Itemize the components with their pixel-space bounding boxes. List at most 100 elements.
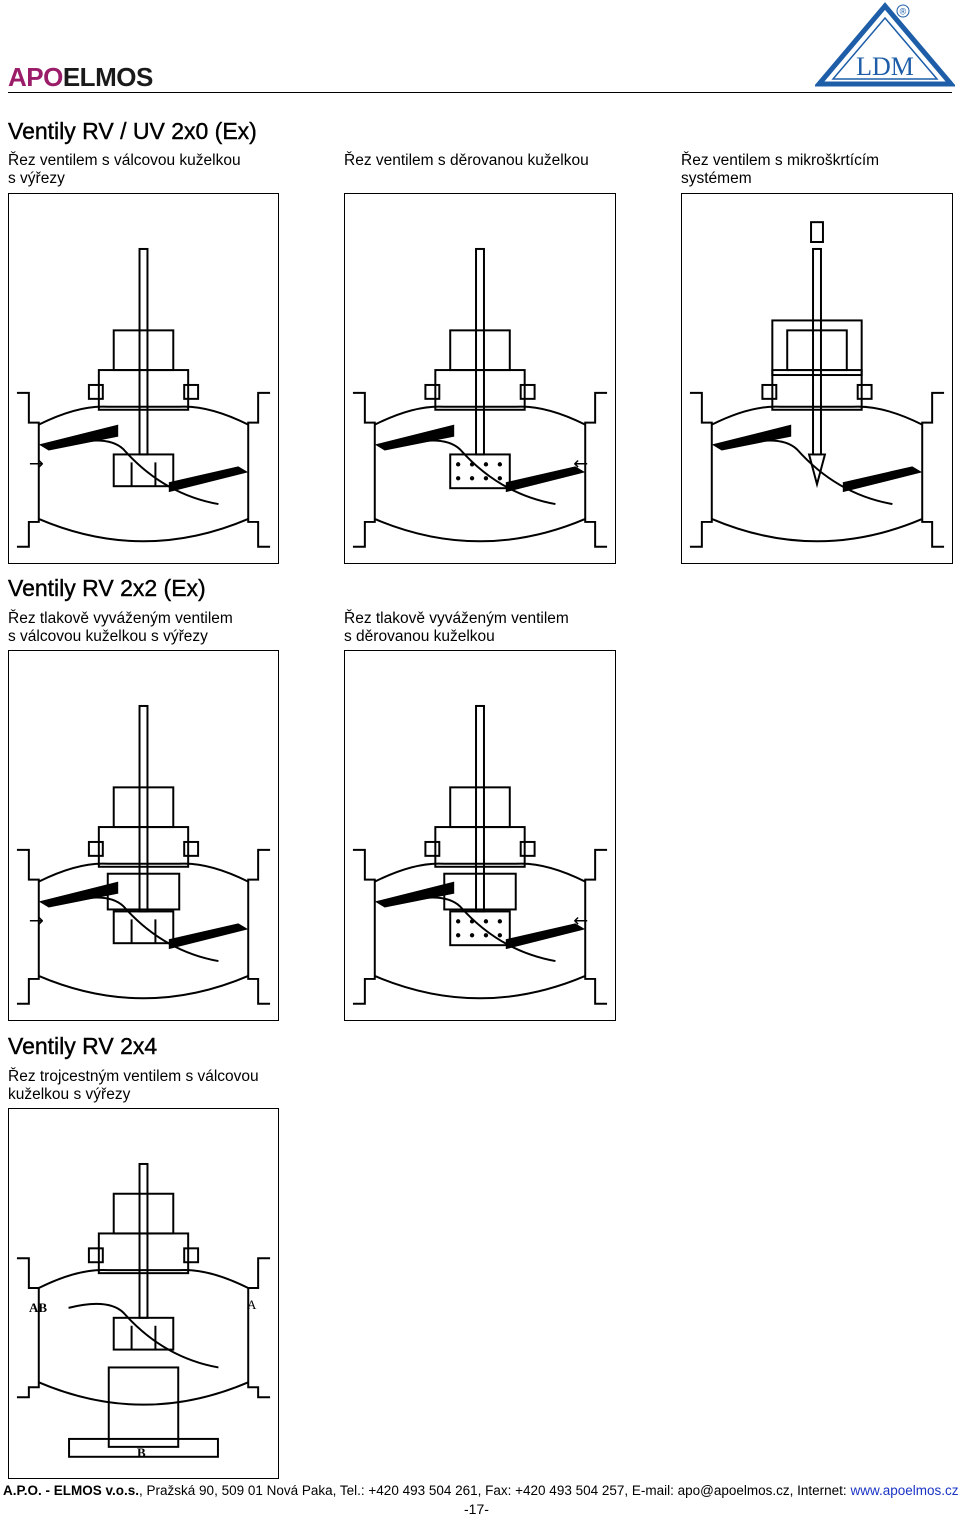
- plug-hole: [483, 919, 489, 924]
- left-flange: [16, 848, 40, 1005]
- bolt: [183, 1247, 200, 1264]
- bolt: [424, 840, 441, 857]
- drawing-perforated-plug: ←: [344, 193, 616, 564]
- bonnet: [97, 1232, 190, 1275]
- perforated-plug: [449, 910, 511, 947]
- bolt: [424, 383, 441, 400]
- flow-passage: [68, 896, 219, 963]
- flow-passage: [68, 439, 219, 506]
- apoelmos-logo: APOELMOS: [8, 62, 153, 92]
- body-hatch: [168, 466, 249, 493]
- yoke: [449, 786, 511, 829]
- drawing-three-way: AB A B: [8, 1108, 279, 1479]
- valve-body: [711, 405, 923, 543]
- website-link[interactable]: www.apoelmos.cz: [850, 1483, 959, 1498]
- valve-body: [374, 862, 586, 1000]
- body-hatch: [38, 424, 119, 451]
- plug-hole: [497, 462, 503, 467]
- plug-hole: [455, 933, 461, 938]
- drawing-cylindrical-plug: →: [8, 193, 279, 564]
- caption-micro-throttle: Řez ventilem s mikroškrtícím systémem: [681, 152, 880, 187]
- flow-arrow-left: ←: [573, 453, 588, 474]
- bolt: [519, 840, 536, 857]
- bonnet: [434, 369, 526, 411]
- left-flange: [16, 1257, 40, 1399]
- bolt: [87, 1247, 104, 1264]
- bolt: [761, 383, 778, 400]
- section-title-rv-uv-2x0: Ventily RV / UV 2x0 (Ex): [8, 118, 257, 144]
- cylindrical-plug: [112, 453, 175, 488]
- page-number: -17-: [464, 1501, 489, 1517]
- bonnet: [434, 826, 526, 868]
- stem-nut: [810, 221, 824, 244]
- bonnet: [97, 826, 190, 868]
- yoke: [449, 329, 511, 372]
- caption-balanced-perforated: Řez tlakově vyváženým ventilem s děrovan…: [344, 610, 569, 645]
- left-flange: [352, 848, 376, 1005]
- right-flange: [247, 1257, 271, 1399]
- right-flange: [247, 391, 271, 548]
- yoke: [112, 786, 175, 829]
- left-flange: [689, 391, 713, 548]
- cylindrical-plug: [112, 910, 175, 945]
- body-hatch: [505, 466, 586, 493]
- yoke: [112, 329, 175, 372]
- body-hatch: [711, 424, 792, 451]
- bolt: [183, 840, 200, 857]
- right-flange: [921, 391, 945, 548]
- stem: [475, 247, 485, 456]
- actuator-housing: [771, 319, 863, 377]
- plug-hole: [455, 919, 461, 924]
- flow-arrow-left: ←: [573, 910, 588, 931]
- caption-three-way: Řez trojcestným ventilem s válcovou kuže…: [8, 1068, 259, 1103]
- valve-body: [38, 1269, 249, 1406]
- plug-hole: [455, 476, 461, 481]
- footer-contact: A.P.O. - ELMOS v.o.s., Pražská 90, 509 0…: [3, 1483, 959, 1498]
- valve-body: [38, 862, 249, 1000]
- plug-hole: [469, 933, 475, 938]
- stem: [475, 704, 485, 913]
- drawing-balanced-perforated: ←: [344, 650, 616, 1021]
- bolt: [856, 383, 873, 400]
- left-flange: [352, 391, 376, 548]
- flow-arrow-right: →: [29, 910, 44, 931]
- cylindrical-plug: [112, 1316, 175, 1351]
- stem: [138, 704, 149, 913]
- plug-hole: [455, 462, 461, 467]
- registered-mark: ®: [900, 7, 907, 17]
- left-flange: [16, 391, 40, 548]
- body-hatch: [374, 424, 455, 451]
- balancing-cage: [106, 872, 181, 911]
- plug-hole: [497, 933, 503, 938]
- body-hatch: [168, 923, 249, 950]
- caption-balanced-cylindrical: Řez tlakově vyváženým ventilem s válcovo…: [8, 610, 233, 645]
- bolt: [87, 840, 104, 857]
- needle-plug: [807, 453, 827, 489]
- stem: [138, 1162, 149, 1319]
- plug-hole: [469, 462, 475, 467]
- bottom-flange: [68, 1437, 219, 1458]
- yoke: [112, 1192, 175, 1235]
- stem: [138, 247, 149, 456]
- plug-hole: [469, 476, 475, 481]
- section-title-rv-2x2: Ventily RV 2x2 (Ex): [8, 575, 206, 601]
- right-flange: [584, 391, 608, 548]
- flow-arrow-right: →: [29, 453, 44, 474]
- flow-passage: [404, 439, 556, 506]
- body-hatch: [842, 466, 923, 493]
- perforated-plug: [449, 453, 511, 490]
- caption-perforated-plug: Řez ventilem s děrovanou kuželkou: [344, 152, 589, 169]
- valve-body: [374, 405, 586, 543]
- ldm-logo-text: LDM: [856, 52, 914, 81]
- header-divider: [8, 92, 952, 93]
- ldm-logo: LDM ®: [815, 2, 955, 87]
- right-flange: [247, 848, 271, 1005]
- plug-hole: [497, 919, 503, 924]
- flow-passage: [404, 896, 556, 963]
- right-flange: [584, 848, 608, 1005]
- plug-hole: [497, 476, 503, 481]
- body-hatch: [38, 881, 119, 908]
- valve-body: [38, 405, 249, 543]
- balancing-cage: [443, 872, 517, 911]
- drawing-micro-throttle: [681, 193, 953, 564]
